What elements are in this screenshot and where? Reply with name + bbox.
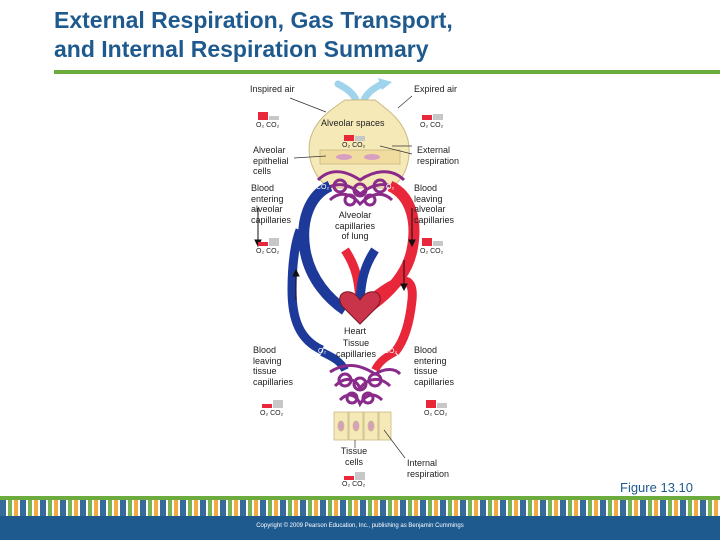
alveolar-epithelial-cells-label: Alveolar epithelial cells xyxy=(253,145,289,176)
blood-entering-alveolar-label: Blood entering alveolar capillaries xyxy=(251,183,292,225)
blood-leaving-tissue-label: Blood leaving tissue capillaries xyxy=(253,345,294,387)
gas-label-leaving-tissue: O₂ CO₂ xyxy=(260,410,284,417)
co2-bar xyxy=(355,136,365,141)
co2-bar xyxy=(433,241,443,246)
diffusion-o2-tissue: O₂ xyxy=(318,348,327,355)
respiration-diagram xyxy=(254,78,420,459)
tissue-cells-label: Tissue cells xyxy=(340,446,368,467)
blood-entering-tissue-label: Blood entering tissue capillaries xyxy=(414,345,455,387)
gas-bars-tissue-cells xyxy=(344,472,366,480)
alveolar-capillary-mesh xyxy=(316,170,406,207)
o2-bar xyxy=(344,135,354,141)
tissue-capillaries-label: Tissue capillaries xyxy=(335,338,377,359)
tissue-cells xyxy=(333,411,392,441)
diffusion-co2-alveolar: CO₂ xyxy=(316,184,330,191)
alveolar-spaces-label: Alveolar spaces xyxy=(321,118,385,128)
expired-air-label: Expired air xyxy=(414,84,458,94)
systemic-red-to-tissue xyxy=(371,348,397,372)
alveolar-epithelium xyxy=(319,149,401,165)
gas-label-tissue-cells: O₂ CO₂ xyxy=(342,481,366,488)
o2-bar xyxy=(258,112,268,120)
gas-label-entering-alveolar: O₂ CO₂ xyxy=(256,248,280,255)
co2-bar xyxy=(433,114,443,120)
diffusion-co2-tissue: CO₂ xyxy=(384,348,398,355)
slide-title-line-1: External Respiration, Gas Transport, xyxy=(54,7,453,33)
copyright-notice: Copyright © 2009 Pearson Education, Inc.… xyxy=(256,523,464,529)
diffusion-o2-alveolar: O₂ xyxy=(386,184,395,191)
co2-bar xyxy=(437,403,447,408)
inspired-air-label: Inspired air xyxy=(250,84,295,94)
gas-bars-inspired xyxy=(258,112,280,120)
venous-return-vessel xyxy=(287,228,325,355)
o2-bar xyxy=(426,400,436,408)
tissue-capillary-mesh xyxy=(329,364,402,408)
o2-bar xyxy=(422,115,432,120)
gas-label-leaving-alveolar: O₂ CO₂ xyxy=(420,248,444,255)
expired-air-arrowhead xyxy=(378,78,392,90)
heart-label: Heart xyxy=(343,326,366,336)
gas-label-inspired: O₂ CO₂ xyxy=(256,122,280,129)
blood-leaving-alveolar-label: Blood leaving alveolar capillaries xyxy=(414,183,455,225)
gas-bars-expired xyxy=(422,112,444,120)
title-rule xyxy=(54,70,720,74)
deoxygenated-vessel-upper xyxy=(298,180,349,315)
heart-shape xyxy=(339,291,381,325)
figure-reference: Figure 13.10 xyxy=(620,480,693,495)
gas-bars-leaving-alveolar xyxy=(422,238,444,246)
gas-bars-entering-tissue xyxy=(426,400,448,408)
alveolar-capillaries-label: Alveolar capillaries of lung xyxy=(334,210,376,241)
internal-respiration-label: Internal respiration xyxy=(407,458,450,479)
bottom-rule xyxy=(0,496,720,500)
co2-bar xyxy=(269,116,279,120)
gas-label-alveolar: O₂ CO₂ xyxy=(342,142,366,149)
external-respiration-label: External respiration xyxy=(417,145,460,166)
o2-bar xyxy=(344,476,354,480)
footer-stripes xyxy=(0,500,720,516)
gas-label-expired: O₂ CO₂ xyxy=(420,122,444,129)
epithelial-cell-2 xyxy=(364,154,380,160)
o2-bar xyxy=(262,404,272,408)
footer-bar xyxy=(0,516,720,540)
slide-title: External Respiration, Gas Transport, and… xyxy=(54,6,694,64)
o2-bar xyxy=(422,238,432,246)
o2-bar xyxy=(258,242,268,246)
gas-label-entering-tissue: O₂ CO₂ xyxy=(424,410,448,417)
gas-bars-entering-alveolar xyxy=(258,238,280,246)
co2-bar xyxy=(269,238,279,246)
co2-bar xyxy=(355,472,365,480)
gas-bars-alveolar xyxy=(344,133,366,141)
gas-bars-leaving-tissue xyxy=(262,400,284,408)
leader-lines xyxy=(289,95,413,459)
arterial-vessel xyxy=(367,276,417,355)
co2-bar xyxy=(273,400,283,408)
slide-title-line-2: and Internal Respiration Summary xyxy=(54,36,429,62)
epithelial-cell-1 xyxy=(336,154,352,160)
